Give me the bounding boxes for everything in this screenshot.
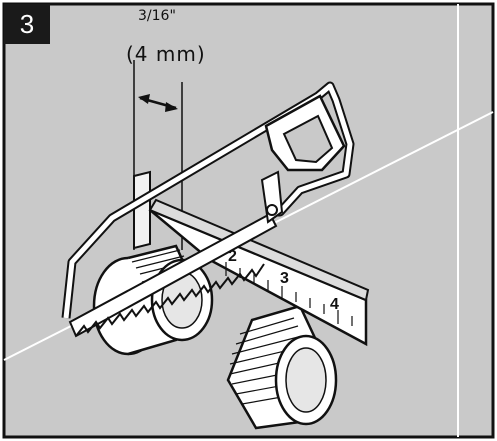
arrow-head-left [138, 94, 150, 104]
step-number-badge: 3 [4, 4, 50, 44]
threaded-pipe-front-icon [226, 304, 338, 430]
ruler-mark-2: 2 [228, 248, 237, 265]
arrow-head-right [165, 102, 178, 112]
fraction-label: 3/16" [138, 8, 176, 24]
ruler-mark-4: 4 [330, 296, 339, 313]
metric-label: (4 mm) [126, 42, 206, 66]
hacksaw-icon [61, 81, 355, 338]
ruler-mark-3: 3 [280, 270, 289, 287]
ruler-icon [133, 170, 370, 347]
